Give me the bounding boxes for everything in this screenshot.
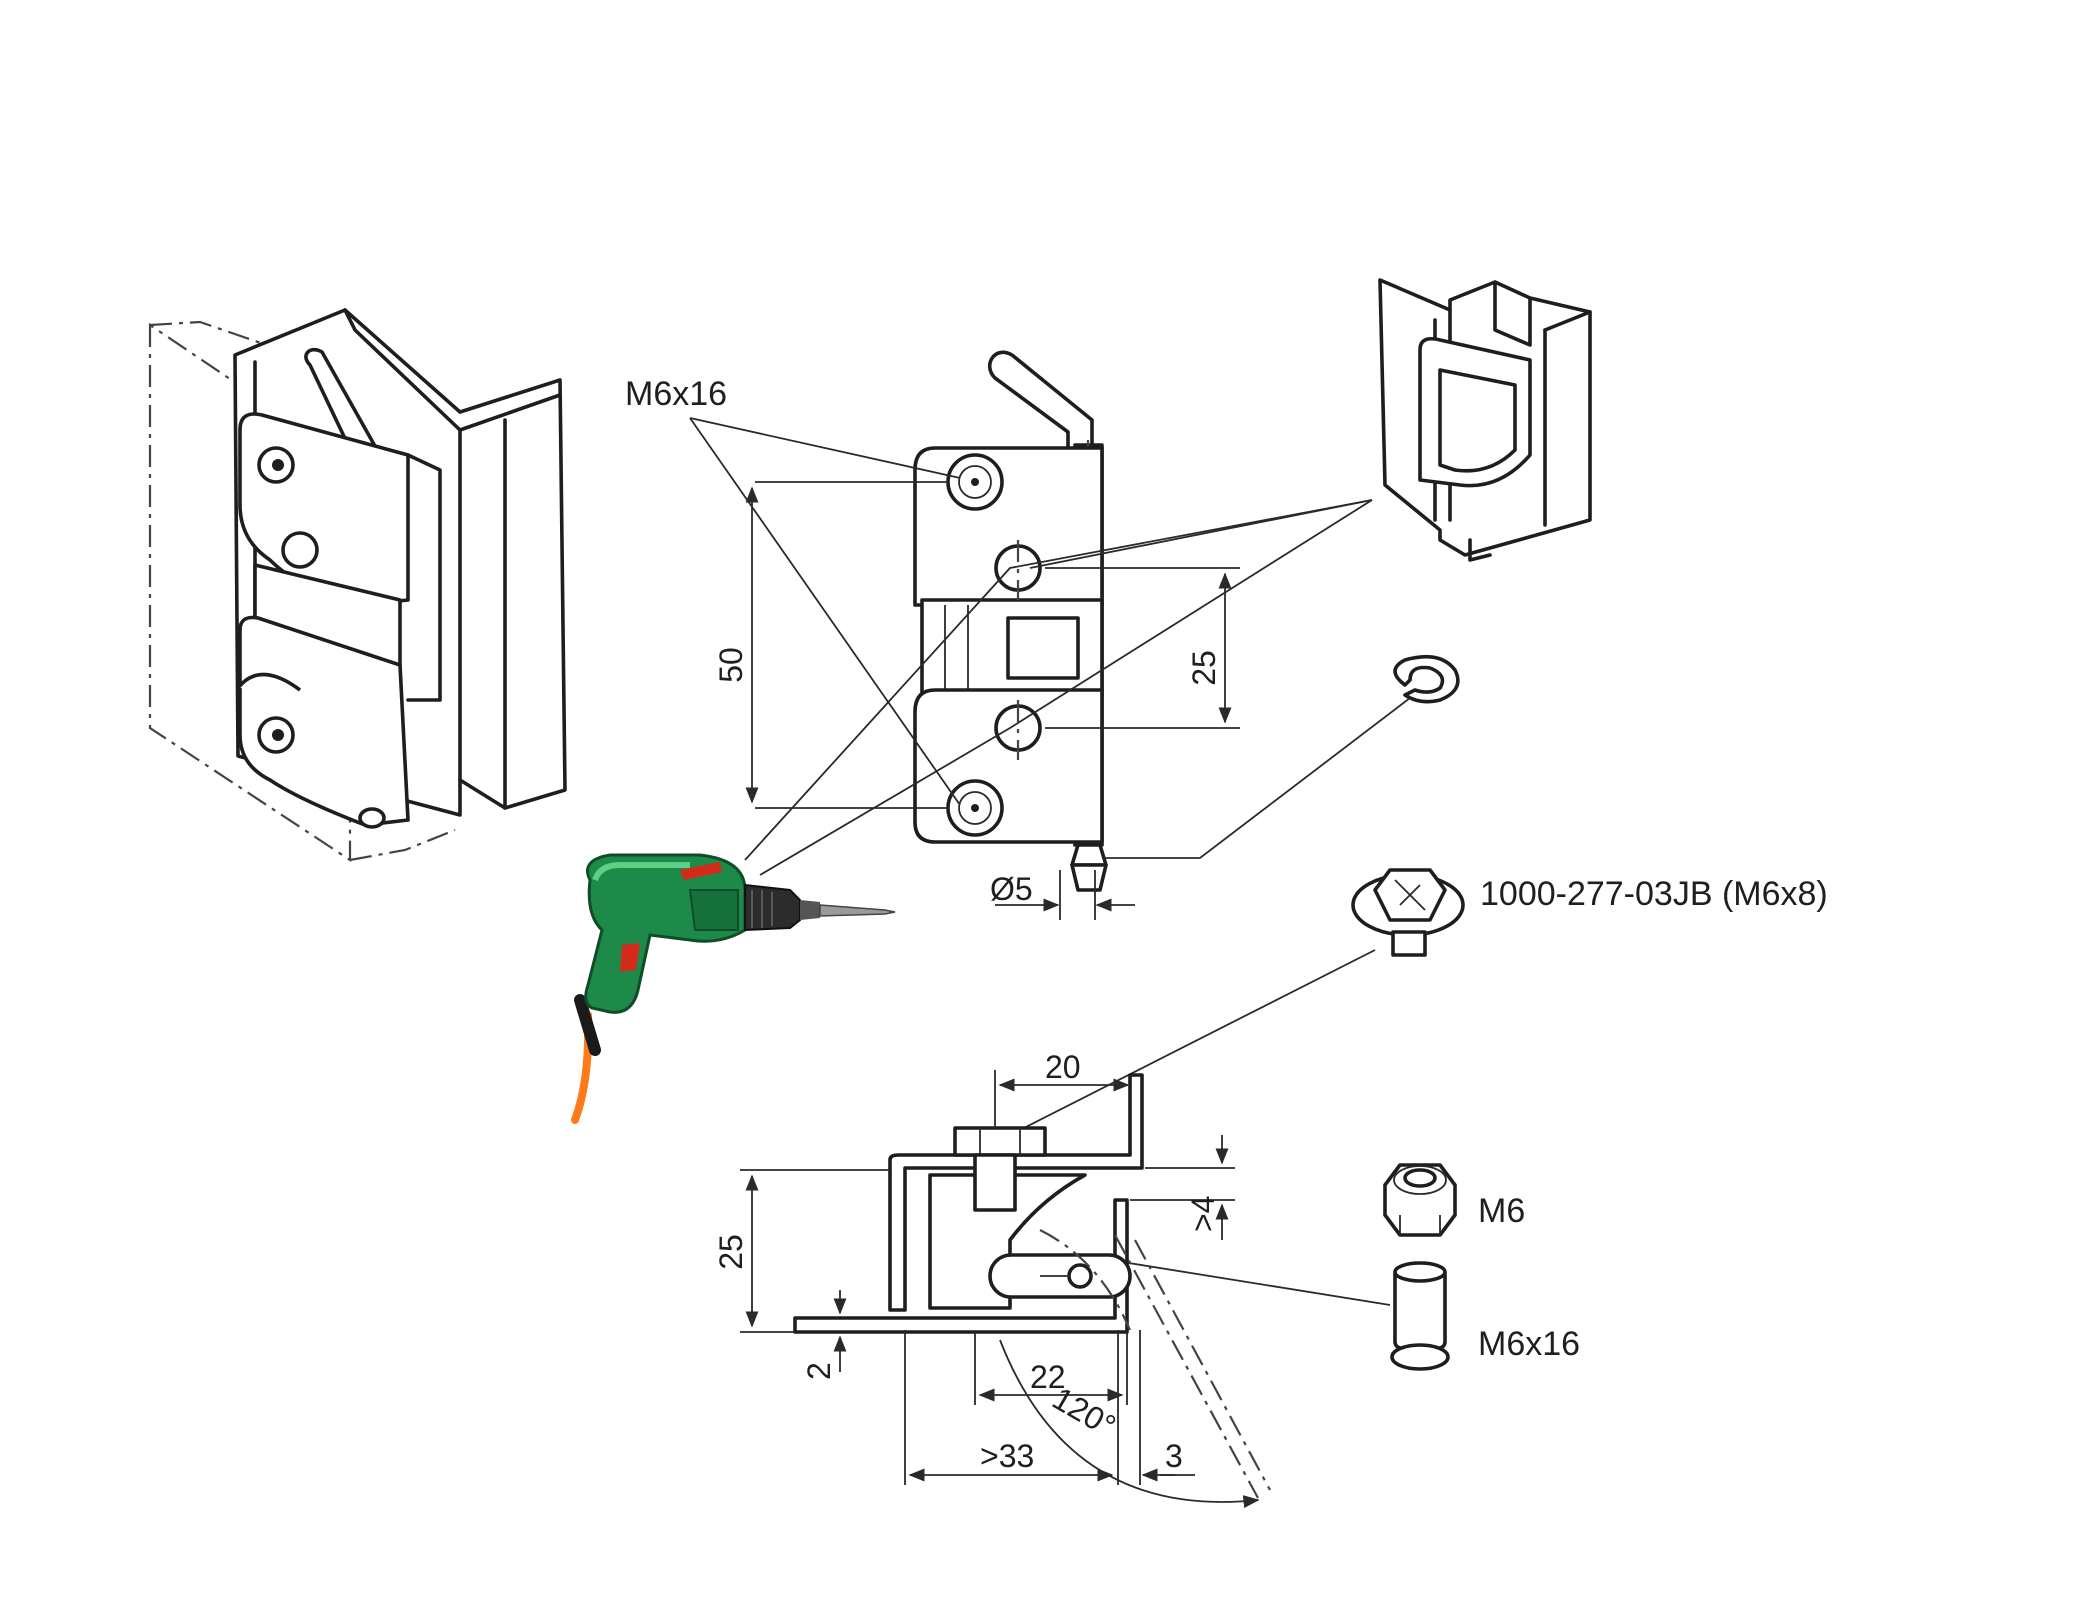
dim-thickness: 2	[801, 1362, 837, 1380]
label-spare-part: 1000-277-03JB (M6x8)	[1480, 875, 1828, 913]
power-drill-icon	[571, 853, 896, 1124]
dim-hole-spacing: 50	[713, 647, 749, 683]
dim-offset: >4	[1185, 1196, 1221, 1232]
dim-width-top: 20	[1045, 1049, 1081, 1085]
hex-bolt-washer-part: 1000-277-03JB (M6x8)	[1009, 868, 1828, 1136]
leader-profile-a	[1029, 499, 1373, 569]
dim-overall: >33	[980, 1438, 1034, 1474]
hinge-front-view: 50 25 Ø5	[713, 350, 1240, 920]
label-nut: M6	[1478, 1192, 1525, 1230]
dim-height: 25	[713, 1234, 749, 1270]
lock-nut-part: M6	[1383, 1163, 1525, 1237]
dim-pin-diameter: Ø5	[990, 871, 1033, 907]
hinge-section-view: 20 25 >4 2 22 >33 3 120°	[713, 1049, 1271, 1508]
pin-part: M6x16	[1109, 1259, 1580, 1371]
leader-drill-upper	[744, 499, 1373, 861]
m6x16-callout-top: M6x16	[625, 375, 961, 806]
label-m6x16-top: M6x16	[625, 375, 727, 413]
frame-profile-isometric	[1378, 278, 1592, 562]
mounted-hinge-isometric	[148, 308, 567, 863]
dim-inner-width: 22	[1030, 1359, 1066, 1395]
dim-gap: 3	[1165, 1438, 1183, 1474]
label-pin: M6x16	[1478, 1325, 1580, 1363]
circlip-part	[1105, 654, 1460, 859]
leader-drill-lower	[759, 499, 1373, 876]
dim-mid-spacing: 25	[1186, 650, 1222, 686]
